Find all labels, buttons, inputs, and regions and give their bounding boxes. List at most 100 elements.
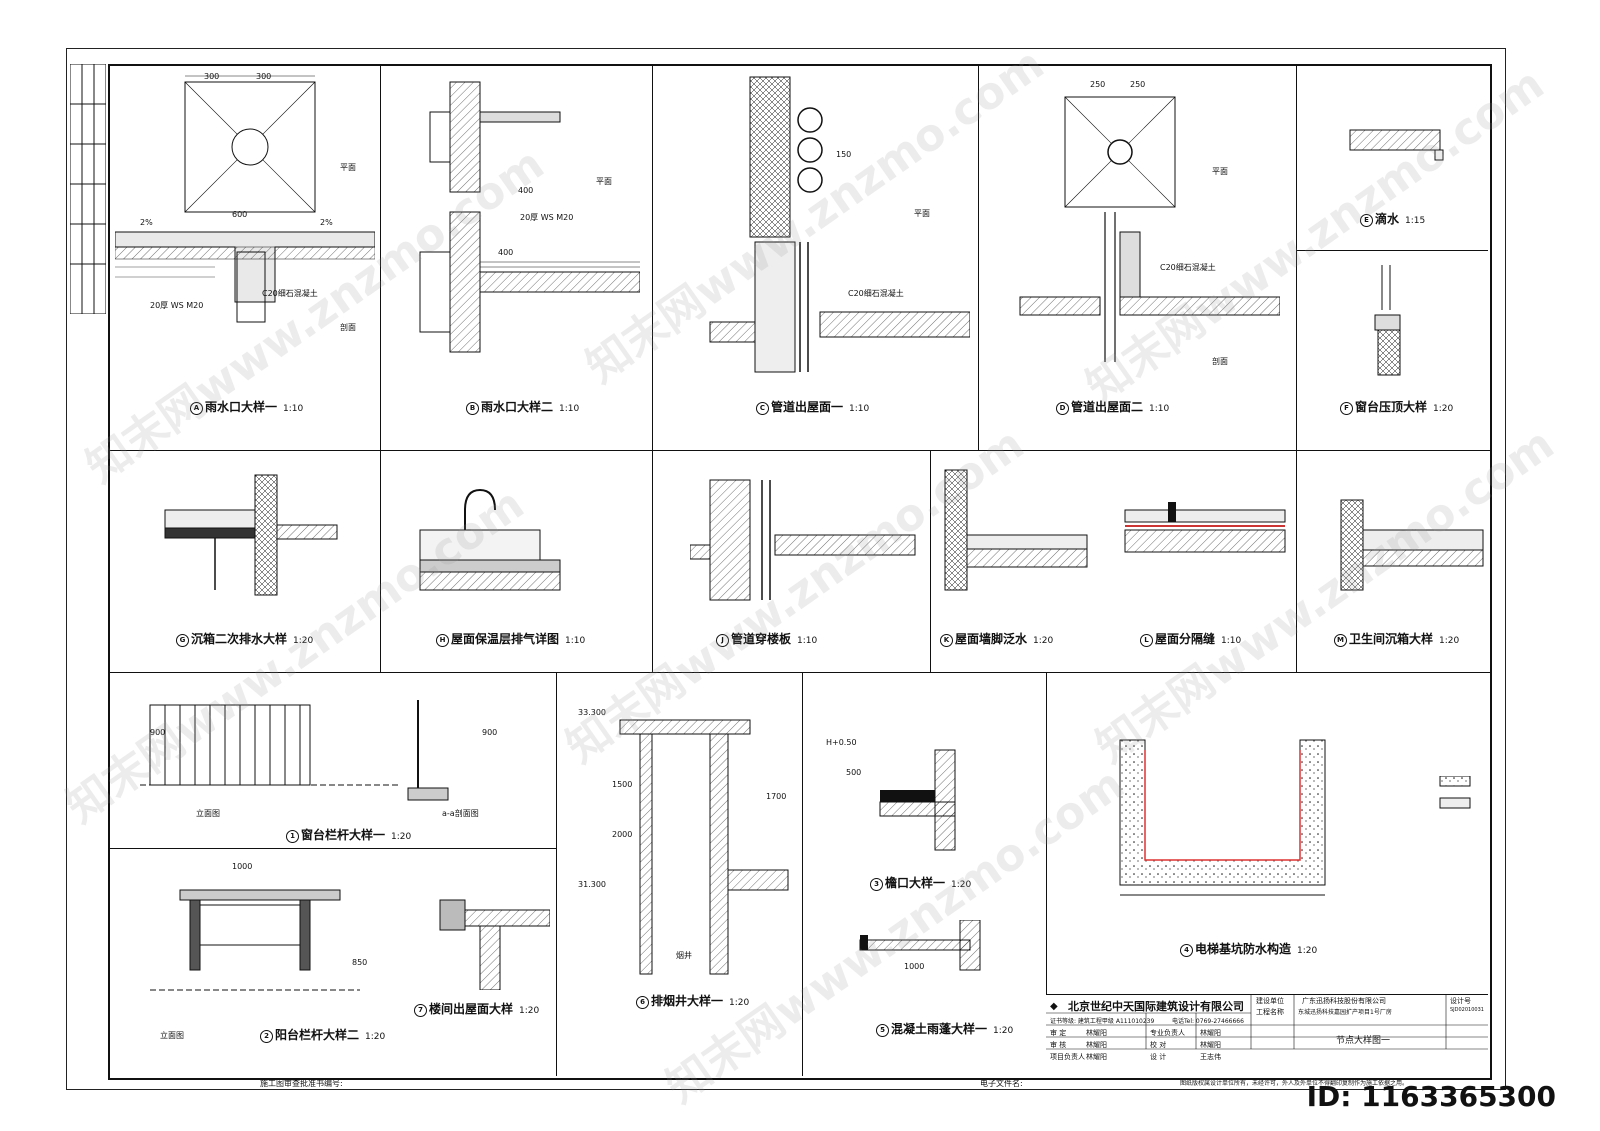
tb-company: 北京世纪中天国际建筑设计有限公司: [1068, 1000, 1244, 1013]
tb-checker: 林耀阳: [1086, 1041, 1107, 1049]
tb-design-no-label: 设计号: [1450, 997, 1471, 1005]
caption-d-letter: D: [1056, 402, 1069, 415]
label-a-plan: 平面: [340, 163, 356, 172]
caption-3-letter: 3: [870, 878, 883, 891]
tb-project-label: 工程名称: [1256, 1008, 1284, 1016]
tb-client: 广东迅扬科技股份有限公司: [1302, 997, 1386, 1005]
dim-2-850: 850: [352, 958, 368, 967]
caption-a-letter: A: [190, 402, 203, 415]
detail-3-drawing: [879, 749, 956, 851]
caption-g-letter: G: [176, 634, 189, 647]
label-1-aa: a-a剖面图: [442, 809, 479, 818]
caption-j-scale: 1:10: [797, 636, 818, 646]
elev-3-h050: H+0.50: [826, 738, 857, 747]
tb-lead: 项目负责人: [1050, 1053, 1085, 1061]
caption-5-letter: 5: [876, 1024, 889, 1037]
col-divider-2: [652, 64, 653, 672]
caption-b-letter: B: [466, 402, 479, 415]
revision-strip-grid: [69, 63, 107, 315]
label-6-shaft: 烟井: [676, 951, 692, 960]
elev-6-31300: 31.300: [578, 880, 606, 889]
caption-k-title: 屋面墙脚泛水: [955, 632, 1028, 646]
caption-7-letter: 7: [414, 1004, 427, 1017]
caption-h-letter: H: [436, 634, 449, 647]
tb-reviewer: 林耀阳: [1086, 1029, 1107, 1037]
label-1-elevation: 立面图: [196, 809, 220, 818]
dim-6-2000: 2000: [612, 830, 633, 839]
caption-4-title: 电梯基坑防水构造: [1195, 942, 1292, 956]
caption-e-scale: 1:15: [1405, 216, 1426, 226]
caption-4-letter: 4: [1180, 944, 1193, 957]
caption-a-title: 雨水口大样一: [205, 400, 278, 414]
detail-f-drawing: [1374, 265, 1401, 376]
detail-e-drawing: [1349, 129, 1444, 161]
tb-review: 审 定: [1050, 1029, 1067, 1037]
caption-6-title: 排烟井大样一: [651, 994, 724, 1008]
title-block-grid: [1046, 995, 1488, 1050]
detail-4-legend: [1439, 776, 1471, 809]
caption-e-letter: E: [1360, 214, 1373, 227]
row-divider-1: [108, 450, 1490, 451]
dim-2-1000: 1000: [232, 862, 253, 871]
caption-f-scale: 1:20: [1433, 404, 1454, 414]
caption-j-letter: J: [716, 634, 729, 647]
caption-m-letter: M: [1334, 634, 1347, 647]
detail-2-drawing: [150, 889, 360, 991]
tb-project: 东城迅扬科技嘉园扩产项目1号厂房: [1298, 1009, 1392, 1016]
label-d-section: 剖面: [1212, 357, 1228, 366]
tb-discipline-lead: 专业负责人: [1150, 1029, 1185, 1037]
caption-5-title: 混凝土雨蓬大样一: [891, 1022, 988, 1036]
slope-a-left: 2%: [140, 218, 153, 227]
dim-b-400: 400: [518, 186, 534, 195]
footer-file-name: 电子文件名:: [980, 1079, 1023, 1088]
detail-c-drawing: [709, 76, 970, 373]
label-a-mortar: 20厚 WS M20: [150, 301, 204, 310]
label-a-section: 剖面: [340, 323, 356, 332]
caption-k-letter: K: [940, 634, 953, 647]
col-divider-9: [1046, 672, 1047, 994]
col-divider-4: [1296, 64, 1297, 672]
caption-m-title: 卫生间沉箱大样: [1349, 632, 1434, 646]
dim-6-1500: 1500: [612, 780, 633, 789]
footer-approval-no: 施工图审查批准书编号:: [260, 1079, 343, 1088]
caption-1-scale: 1:20: [391, 832, 412, 842]
caption-f-letter: F: [1340, 402, 1353, 415]
dim-b-400-2: 400: [498, 248, 514, 257]
detail-h-drawing: [419, 488, 561, 591]
caption-b-scale: 1:10: [559, 404, 580, 414]
detail-g-drawing: [164, 474, 338, 596]
tb-designer: 王志伟: [1200, 1053, 1221, 1061]
tb-check: 审 核: [1050, 1041, 1067, 1049]
label-b-mortar: 20厚 WS M20: [520, 213, 574, 222]
caption-d-title: 管道出屋面二: [1071, 400, 1144, 414]
caption-6-scale: 1:20: [729, 998, 750, 1008]
elev-6-33300: 33.300: [578, 708, 606, 717]
dim-1-900b: 900: [482, 728, 498, 737]
label-b-plan: 平面: [596, 177, 612, 186]
dim-a-600: 600: [232, 210, 248, 219]
caption-h-scale: 1:10: [565, 636, 586, 646]
detail-j-drawing: [690, 479, 916, 601]
dim-3-500: 500: [846, 768, 862, 777]
caption-c-title: 管道出屋面一: [771, 400, 844, 414]
tb-phone: 电话Tel: 0769-27466666: [1172, 1018, 1244, 1025]
caption-7-title: 楼间出屋面大样: [429, 1002, 514, 1016]
row-divider-e-f: [1296, 250, 1488, 251]
caption-5-scale: 1:20: [993, 1026, 1014, 1036]
detail-b-drawing: [419, 81, 640, 353]
detail-5-drawing: [859, 920, 981, 971]
detail-m-drawing: [1340, 499, 1484, 591]
caption-m-scale: 1:20: [1439, 636, 1460, 646]
caption-7-scale: 1:20: [519, 1006, 540, 1016]
col-divider-6: [1296, 450, 1297, 672]
